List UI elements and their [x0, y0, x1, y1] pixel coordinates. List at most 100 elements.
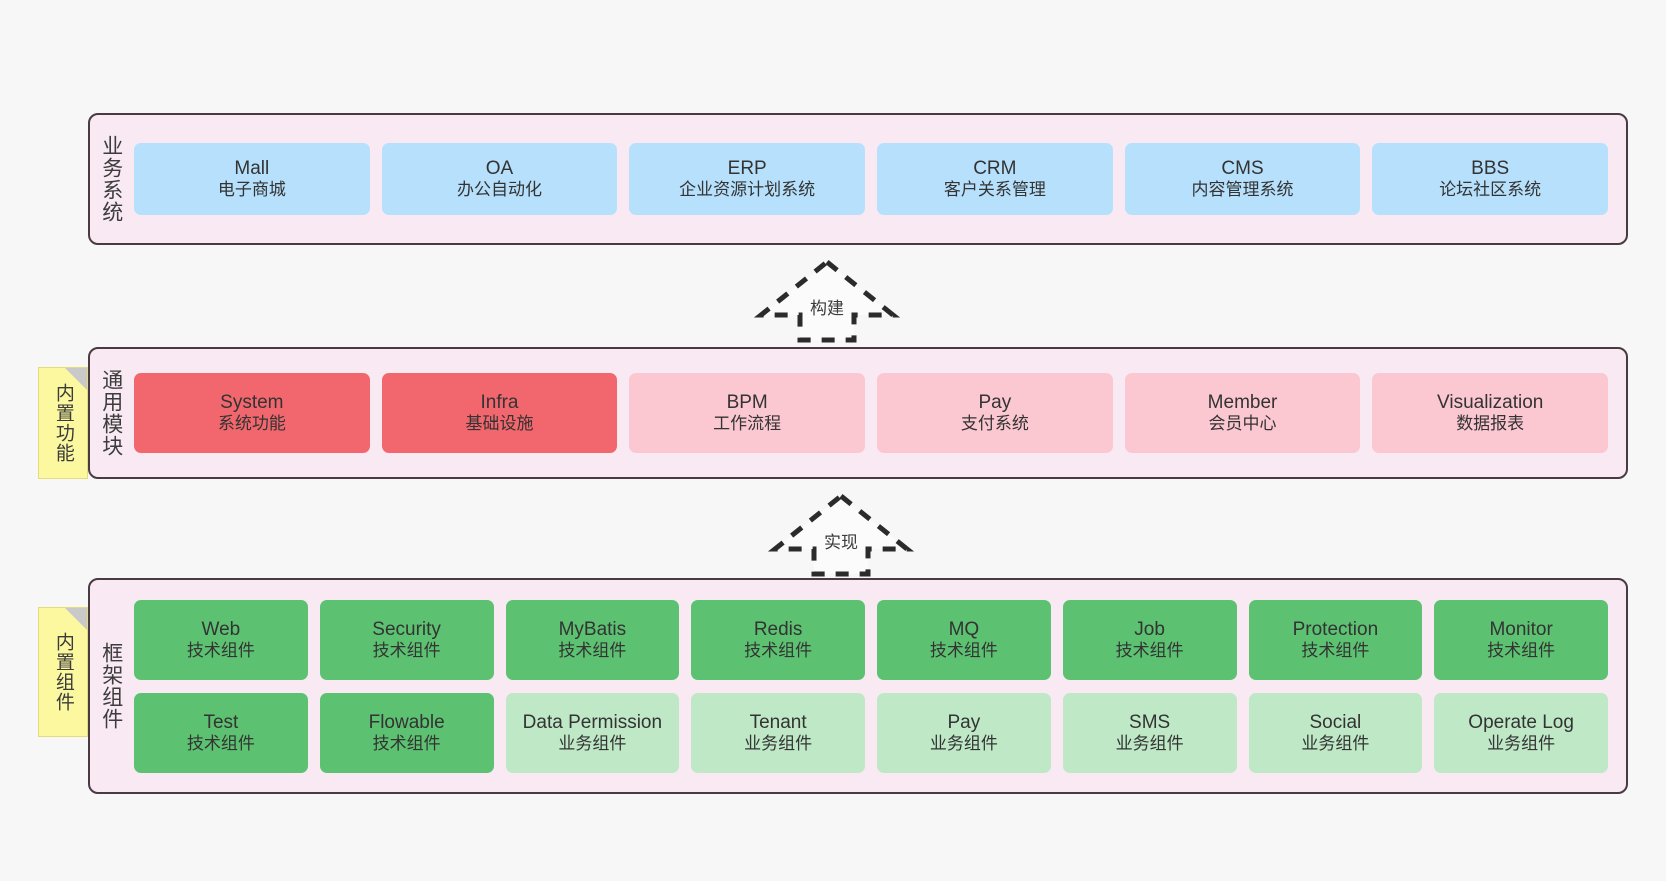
node-protection[interactable]: Protection 技术组件 [1248, 599, 1423, 680]
node-title: CRM [973, 158, 1017, 180]
connector-label: 构建 [810, 299, 844, 318]
node-bbs[interactable]: BBS 论坛社区系统 [1372, 143, 1609, 215]
node-subtitle: 技术组件 [929, 640, 998, 660]
node-test[interactable]: Test 技术组件 [134, 692, 308, 773]
layer-business-systems[interactable]: 业务系统 Mall 电子商城 OA 办公自动化 ERP 企业资源计划系统 CRM… [88, 113, 1628, 245]
node-subtitle: 业务组件 [1115, 733, 1184, 753]
node-title: Member [1207, 392, 1278, 414]
node-member[interactable]: Member 会员中心 [1124, 373, 1361, 453]
node-subtitle: 技术组件 [186, 733, 255, 753]
layer-title-framework-components: 框架组件 [99, 642, 123, 730]
note-text: 内置组件 [52, 632, 74, 712]
node-title: Web [201, 618, 241, 640]
node-title: Protection [1292, 618, 1379, 640]
note-fold-corner-icon [65, 368, 87, 390]
layer-common-modules[interactable]: 通用模块 System 系统功能 Infra 基础设施 BPM 工作流程 Pay… [88, 347, 1628, 479]
node-row: System 系统功能 Infra 基础设施 BPM 工作流程 Pay 支付系统… [134, 373, 1609, 453]
node-subtitle: 支付系统 [960, 414, 1029, 434]
node-subtitle: 技术组件 [1301, 640, 1370, 660]
node-subtitle: 技术组件 [372, 733, 441, 753]
node-subtitle: 业务组件 [558, 733, 627, 753]
node-pay-business[interactable]: Pay 业务组件 [877, 692, 1051, 773]
node-subtitle: 客户关系管理 [943, 180, 1046, 200]
node-bpm[interactable]: BPM 工作流程 [629, 373, 866, 453]
connector-build-arrow: 构建 [753, 258, 901, 344]
note-fold-corner-icon [65, 608, 87, 630]
node-tenant[interactable]: Tenant 业务组件 [691, 692, 865, 773]
node-row: Mall 电子商城 OA 办公自动化 ERP 企业资源计划系统 CRM 客户关系… [134, 143, 1609, 215]
node-subtitle: 工作流程 [713, 414, 782, 434]
node-subtitle: 技术组件 [744, 640, 813, 660]
node-title: Redis [753, 618, 803, 640]
node-erp[interactable]: ERP 企业资源计划系统 [629, 143, 866, 215]
node-title: MQ [948, 618, 980, 640]
node-job[interactable]: Job 技术组件 [1062, 599, 1237, 680]
node-title: Data Permission [522, 711, 663, 733]
note-builtin-components[interactable]: 内置组件 [38, 607, 88, 737]
node-title: Pay [978, 392, 1012, 414]
node-flowable[interactable]: Flowable 技术组件 [319, 692, 494, 773]
node-subtitle: 业务组件 [1301, 733, 1370, 753]
node-mybatis[interactable]: MyBatis 技术组件 [505, 599, 680, 680]
dashed-hollow-arrow-up-icon [753, 258, 901, 343]
node-title: Infra [480, 392, 519, 414]
node-infra[interactable]: Infra 基础设施 [381, 373, 618, 453]
node-web[interactable]: Web 技术组件 [134, 599, 308, 680]
layer-title-common-modules: 通用模块 [99, 369, 123, 457]
node-social[interactable]: Social 业务组件 [1248, 692, 1423, 773]
node-title: Social [1309, 711, 1362, 733]
node-title: Operate Log [1468, 711, 1574, 733]
node-crm[interactable]: CRM 客户关系管理 [877, 143, 1113, 215]
node-subtitle: 企业资源计划系统 [679, 180, 816, 200]
node-title: OA [485, 158, 514, 180]
node-subtitle: 业务组件 [744, 733, 813, 753]
node-title: ERP [727, 158, 767, 180]
node-title: System [220, 392, 284, 414]
node-row: Web 技术组件 Security 技术组件 MyBatis 技术组件 Redi… [134, 599, 1608, 680]
node-subtitle: 技术组件 [372, 640, 441, 660]
node-title: BPM [726, 392, 768, 414]
node-subtitle: 电子商城 [217, 180, 286, 200]
node-pay[interactable]: Pay 支付系统 [877, 373, 1113, 453]
layer-body-common-modules: System 系统功能 Infra 基础设施 BPM 工作流程 Pay 支付系统… [132, 349, 1626, 477]
node-subtitle: 基础设施 [465, 414, 534, 434]
node-security[interactable]: Security 技术组件 [319, 599, 494, 680]
node-data-permission[interactable]: Data Permission 业务组件 [505, 692, 680, 773]
node-subtitle: 技术组件 [558, 640, 627, 660]
layer-framework-components[interactable]: 框架组件 Web 技术组件 Security 技术组件 MyBatis 技术组件… [88, 578, 1628, 794]
node-mall[interactable]: Mall 电子商城 [134, 143, 370, 215]
node-title: CMS [1221, 158, 1264, 180]
node-title: Test [203, 711, 239, 733]
node-oa[interactable]: OA 办公自动化 [381, 143, 618, 215]
layer-title-business-systems: 业务系统 [99, 135, 123, 223]
node-subtitle: 办公自动化 [457, 180, 542, 200]
dashed-hollow-arrow-up-icon [767, 492, 915, 577]
note-builtin-features[interactable]: 内置功能 [38, 367, 88, 479]
node-title: Security [372, 618, 441, 640]
node-cms[interactable]: CMS 内容管理系统 [1124, 143, 1361, 215]
node-title: Tenant [749, 711, 807, 733]
node-subtitle: 技术组件 [186, 640, 255, 660]
node-subtitle: 系统功能 [217, 414, 286, 434]
node-title: Monitor [1489, 618, 1553, 640]
node-system[interactable]: System 系统功能 [134, 373, 370, 453]
node-row: Test 技术组件 Flowable 技术组件 Data Permission … [134, 692, 1608, 773]
node-title: Job [1134, 618, 1165, 640]
node-monitor[interactable]: Monitor 技术组件 [1434, 599, 1608, 680]
connector-label: 实现 [824, 533, 858, 552]
node-mq[interactable]: MQ 技术组件 [877, 599, 1051, 680]
node-title: MyBatis [558, 618, 627, 640]
node-sms[interactable]: SMS 业务组件 [1062, 692, 1237, 773]
node-subtitle: 业务组件 [929, 733, 998, 753]
connector-implement-arrow: 实现 [767, 492, 915, 578]
note-text: 内置功能 [52, 383, 74, 463]
node-subtitle: 技术组件 [1487, 640, 1556, 660]
node-subtitle: 数据报表 [1456, 414, 1525, 434]
node-visualization[interactable]: Visualization 数据报表 [1372, 373, 1609, 453]
node-subtitle: 会员中心 [1208, 414, 1277, 434]
node-operate-log[interactable]: Operate Log 业务组件 [1434, 692, 1608, 773]
node-subtitle: 论坛社区系统 [1439, 180, 1542, 200]
node-redis[interactable]: Redis 技术组件 [691, 599, 865, 680]
node-subtitle: 技术组件 [1115, 640, 1184, 660]
